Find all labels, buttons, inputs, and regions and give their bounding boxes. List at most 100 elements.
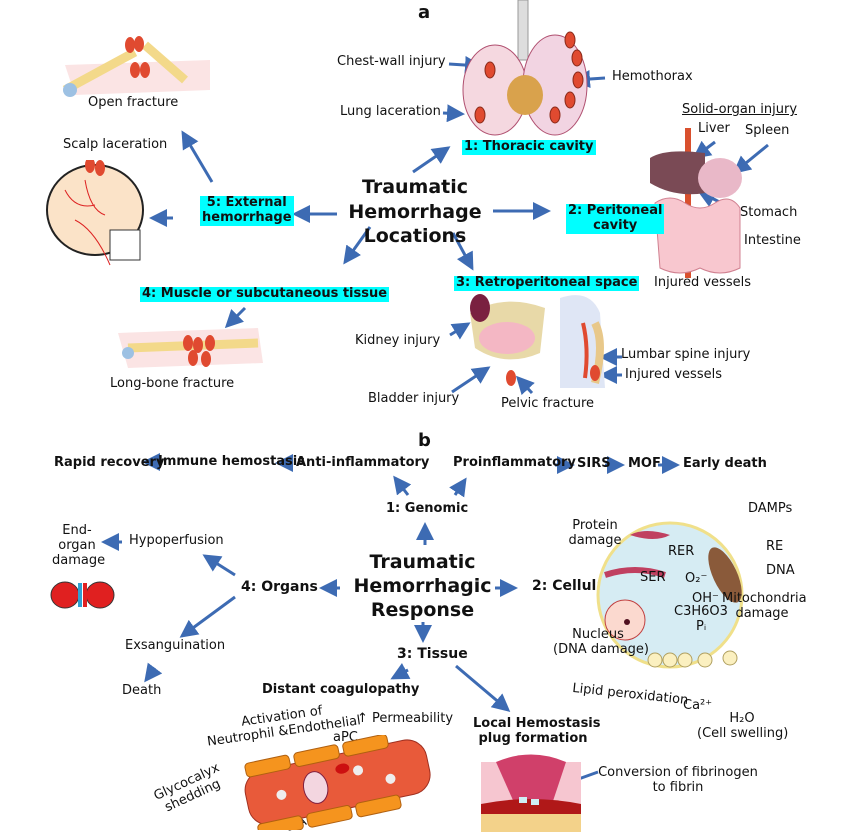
organs-node: 4: Organs	[241, 579, 318, 595]
ser-label: SER	[640, 570, 666, 585]
peritoneal-line2: cavity	[593, 217, 638, 233]
panel-b-title-line2: Hemorrhagic	[353, 574, 492, 597]
external-line2: hemorrhage	[202, 209, 292, 225]
nucleus-label: Nucleus (DNA damage)	[553, 627, 650, 658]
category-peritoneal-cavity: 2: Peritoneal cavity	[566, 203, 665, 234]
lactate-label: C3H6O3	[674, 604, 728, 619]
external-line1: 5: External	[206, 195, 287, 210]
scalp-laceration-label: Scalp laceration	[63, 137, 168, 152]
arrow-genomic-to-pro	[449, 477, 467, 498]
hemothorax-label: Hemothorax	[612, 69, 693, 84]
death-label: Death	[122, 683, 162, 698]
long-bone-fracture-label: Long-bone fracture	[110, 376, 235, 391]
category-thoracic-cavity: 1: Thoracic cavity	[462, 139, 596, 155]
long-bone-illustration	[118, 328, 263, 368]
peritoneal-line1: 2: Peritoneal	[568, 203, 663, 218]
local-line2: plug formation	[478, 730, 588, 746]
rer-label: RER	[668, 544, 695, 559]
genomic-node: 1: Genomic	[386, 501, 469, 516]
abdomen-illustration	[650, 128, 742, 278]
local-line1: Local Hemostasis	[473, 716, 601, 731]
liver-label: Liver	[698, 121, 730, 136]
glycocalyx-shedding-label: Glycocalyx shedding	[152, 760, 228, 819]
blood-vessel-illustration	[244, 735, 431, 830]
conversion-line2: to fibrin	[652, 779, 704, 795]
mof-label: MOF	[628, 456, 661, 471]
calcium-label: Ca²⁺	[683, 698, 713, 713]
dna-label: DNA	[766, 563, 795, 578]
lung-laceration-label: Lung laceration	[340, 104, 441, 119]
injured-vessels-retro-label: Injured vessels	[625, 367, 722, 382]
re-label: RE	[766, 539, 784, 554]
lipid-peroxidation-label: Lipid peroxidation	[571, 680, 689, 709]
protein-line2: damage	[568, 532, 622, 548]
panel-b-title-line1: Traumatic	[369, 551, 476, 573]
end-organ-line3: damage	[52, 552, 106, 568]
water-label: H₂O (Cell swelling)	[697, 711, 789, 742]
damps-label: DAMPs	[748, 501, 793, 516]
arrow-tissue-to-local	[455, 664, 511, 712]
fibrinogen-conversion-label: Conversion of fibrinogen to fibrin	[598, 765, 758, 796]
arrow-genomic-to-anti	[393, 475, 412, 496]
cellular-node: 2: Cellular	[532, 578, 613, 594]
spleen-label: Spleen	[745, 123, 790, 138]
distant-coagulopathy-label: Distant coagulopathy	[262, 682, 420, 697]
protein-damage-label: Protein damage	[565, 518, 625, 549]
pelvic-fracture-label: Pelvic fracture	[501, 396, 594, 411]
pelvis-spine-illustration	[470, 294, 605, 388]
panel-a-title: Traumatic Hemorrhage Locations	[300, 175, 530, 249]
panel-b-title: Traumatic Hemorrhagic Response	[345, 551, 500, 622]
exsanguination-label: Exsanguination	[125, 638, 226, 653]
arrow-to-thoracic	[412, 146, 451, 174]
category-muscle-subcutaneous: 4: Muscle or subcutaneous tissue	[140, 286, 390, 302]
superoxide-label: O₂⁻	[685, 571, 708, 586]
nucleus-line2: (DNA damage)	[553, 641, 650, 657]
solid-organ-injury-label: Solid-organ injury	[682, 102, 798, 117]
rapid-recovery-label: Rapid recovery	[54, 455, 165, 470]
chest-wall-injury-label: Chest-wall injury	[337, 54, 446, 69]
permeability-label: ↑ Permeability	[357, 711, 454, 726]
early-death-label: Early death	[683, 456, 767, 471]
injured-vessels-abdominal-label: Injured vessels	[654, 275, 751, 290]
nucleus-line1: Nucleus	[572, 627, 624, 642]
intestine-label: Intestine	[744, 233, 801, 248]
water-line1: H₂O	[729, 711, 755, 726]
immune-hemostasis-label: Immune hemostasis	[158, 454, 305, 469]
bladder-injury-label: Bladder injury	[368, 391, 460, 406]
hypoperfusion-label: Hypoperfusion	[129, 533, 224, 548]
hydroxyl-label: OH⁻	[692, 591, 719, 606]
kidney-injury-label: Kidney injury	[355, 333, 441, 348]
mito-line2: damage	[735, 605, 789, 621]
water-line2: (Cell swelling)	[697, 725, 789, 741]
protein-line1: Protein	[572, 518, 618, 533]
panel-b-title-line3: Response	[370, 598, 475, 621]
panel-a-title-line2: Locations	[363, 225, 467, 248]
open-fracture-label: Open fracture	[88, 95, 179, 110]
end-organ-line1: End-	[62, 523, 92, 538]
category-retroperitoneal-space: 3: Retroperitoneal space	[454, 275, 640, 291]
end-organ-line2: organ	[58, 537, 96, 553]
phosphate-label: Pᵢ	[696, 619, 707, 634]
clot-illustration	[481, 754, 581, 832]
panel-b-label: b	[418, 430, 431, 451]
sirs-label: SIRS	[577, 456, 611, 471]
mito-line1: Mitochondria	[722, 591, 807, 606]
end-organ-damage-label: End- organ damage	[52, 523, 106, 569]
arrow-organs-to-exsanguination	[179, 595, 236, 638]
local-hemostasis-label: Local Hemostasis plug formation	[473, 716, 601, 747]
anti-inflammatory-label: Anti-inflammatory	[296, 455, 430, 470]
arrow-exsanguination-to-death	[144, 662, 163, 683]
proinflammatory-label: Proinflammatory	[453, 455, 576, 470]
lumbar-spine-injury-label: Lumbar spine injury	[621, 347, 751, 362]
panel-a-title-line1: Traumatic Hemorrhage	[348, 176, 482, 223]
head-illustration	[46, 160, 144, 266]
category-external-hemorrhage: 5: External hemorrhage	[200, 195, 294, 226]
kidneys-icon	[50, 581, 115, 609]
tissue-node: 3: Tissue	[397, 646, 468, 662]
mitochondria-damage-label: Mitochondria damage	[722, 591, 807, 622]
arrow-organs-to-hypoperfusion	[202, 554, 236, 577]
cell-illustration	[596, 521, 744, 669]
stomach-label: Stomach	[740, 205, 798, 220]
conversion-line1: Conversion of fibrinogen	[598, 765, 758, 780]
arrow-tissue-to-distant	[390, 663, 411, 680]
